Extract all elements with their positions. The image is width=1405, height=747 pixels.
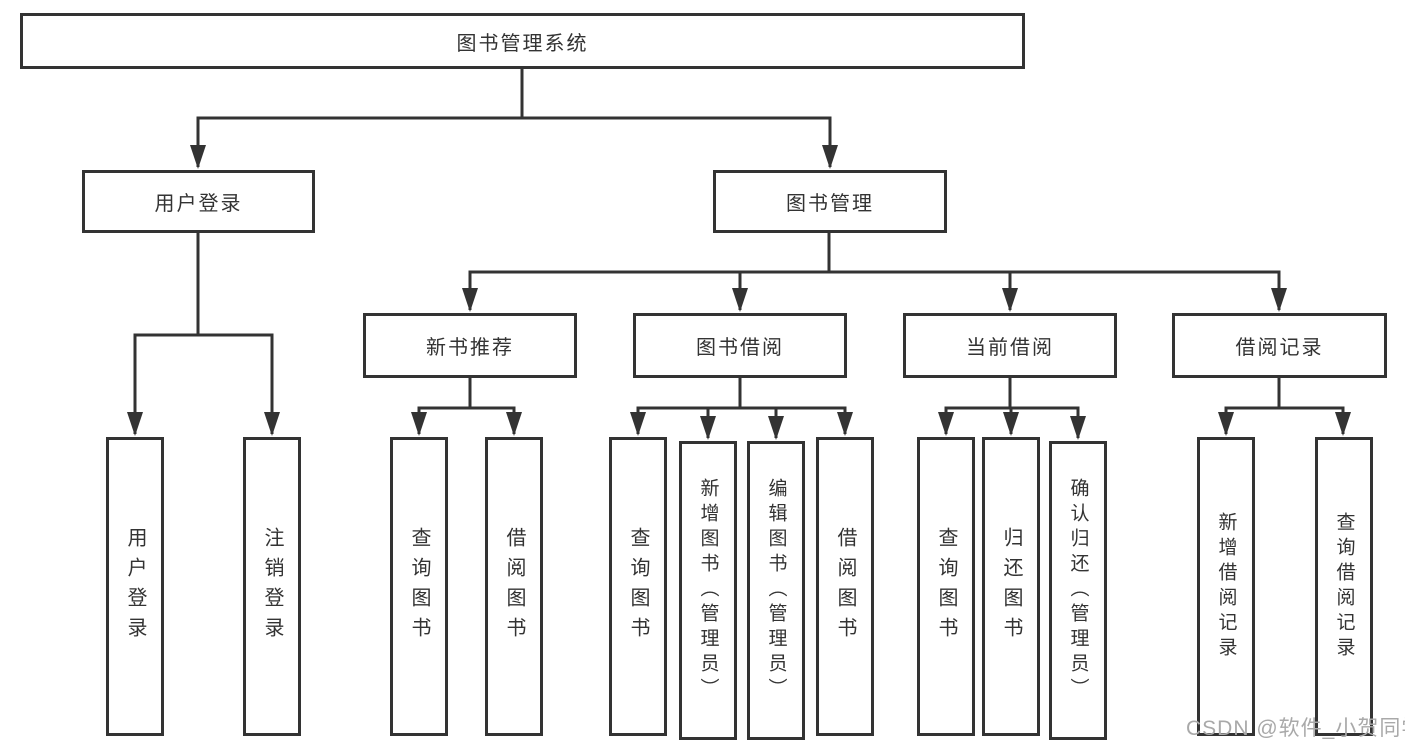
connector-skeleton <box>133 67 1345 410</box>
leaf-return-book-label: 归还图书 <box>1000 526 1022 647</box>
leaf-borrow-book-label: 借阅图书 <box>834 526 856 647</box>
leaf-edit-book-admin-label: 编辑图书（管理员） <box>765 478 787 703</box>
leaf-borrow-book-recommend-label: 借阅图书 <box>503 526 525 647</box>
leaf-user-login: 用户登录 <box>106 437 164 736</box>
leaf-add-borrow-record: 新增借阅记录 <box>1197 437 1255 736</box>
node-new-book-recommendation: 新书推荐 <box>363 313 577 378</box>
leaf-add-borrow-record-label: 新增借阅记录 <box>1215 511 1237 662</box>
leaf-borrow-book-recommend: 借阅图书 <box>485 437 543 736</box>
node-user-login: 用户登录 <box>82 170 315 233</box>
node-book-borrowing: 图书借阅 <box>633 313 847 378</box>
leaf-query-borrow-record-label: 查询借阅记录 <box>1333 511 1355 662</box>
leaf-query-books-recommend-label: 查询图书 <box>408 526 430 647</box>
leaf-query-borrow-record: 查询借阅记录 <box>1315 437 1373 736</box>
leaf-return-book: 归还图书 <box>982 437 1040 736</box>
connector-arrows <box>127 118 1351 440</box>
leaf-query-books-current: 查询图书 <box>917 437 975 736</box>
leaf-borrow-book: 借阅图书 <box>816 437 874 736</box>
leaf-edit-book-admin: 编辑图书（管理员） <box>747 441 805 740</box>
node-library-management-system: 图书管理系统 <box>20 13 1025 69</box>
leaf-confirm-return-admin-label: 确认归还（管理员） <box>1067 478 1089 703</box>
node-current-borrowing: 当前借阅 <box>903 313 1117 378</box>
leaf-user-login-label: 用户登录 <box>124 526 146 647</box>
leaf-query-books-borrowing: 查询图书 <box>609 437 667 736</box>
leaf-query-books-current-label: 查询图书 <box>935 526 957 647</box>
leaf-query-books-recommend: 查询图书 <box>390 437 448 736</box>
node-borrowing-records: 借阅记录 <box>1172 313 1387 378</box>
leaf-logout-label: 注销登录 <box>261 526 283 647</box>
leaf-add-book-admin: 新增图书（管理员） <box>679 441 737 740</box>
node-book-management: 图书管理 <box>713 170 947 233</box>
leaf-confirm-return-admin: 确认归还（管理员） <box>1049 441 1107 740</box>
csdn-watermark: CSDN @软件_小贺同学 <box>1186 717 1405 740</box>
leaf-query-books-borrowing-label: 查询图书 <box>627 526 649 647</box>
leaf-add-book-admin-label: 新增图书（管理员） <box>697 478 719 703</box>
leaf-logout: 注销登录 <box>243 437 301 736</box>
